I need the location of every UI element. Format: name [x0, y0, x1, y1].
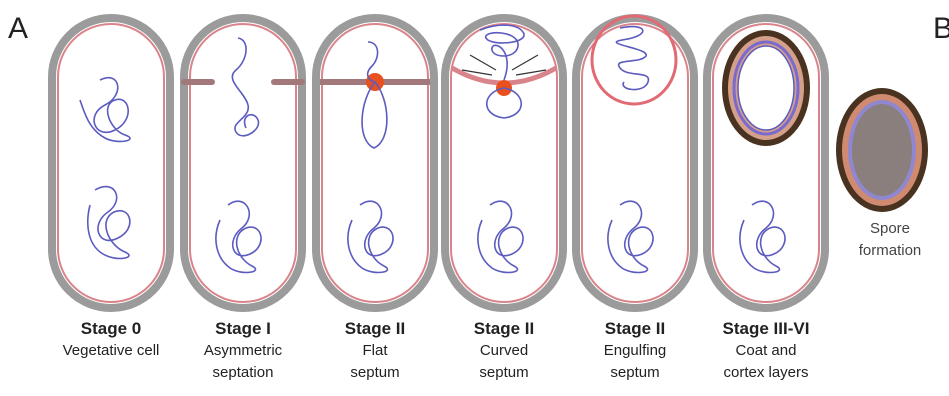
- dna-coil: [88, 187, 130, 259]
- dna-coil: [362, 42, 387, 148]
- cell-membrane: [58, 24, 164, 302]
- stage-label-1: Stage I Asymmetric septation: [178, 318, 308, 384]
- dna-coil: [480, 25, 524, 80]
- stage-label-0: Stage 0 Vegetative cell: [46, 318, 176, 362]
- stage-title: Stage I: [178, 318, 308, 340]
- stage-title: Stage III-VI: [701, 318, 831, 340]
- dna-coil: [232, 38, 258, 136]
- dna-coil: [616, 27, 648, 90]
- dna-coil: [216, 201, 261, 272]
- cell-stage-3-6: [707, 18, 825, 308]
- cell-membrane: [322, 24, 428, 302]
- stage-description: Coat and cortex layers: [701, 340, 831, 384]
- cell-wall: [445, 18, 563, 308]
- pull-arrow: [512, 55, 538, 70]
- cell-membrane: [190, 24, 296, 302]
- stage-description: Curved septum: [439, 340, 569, 384]
- cell-stage-1: [184, 18, 302, 308]
- stage-label-5: Stage III-VI Coat and cortex layers: [701, 318, 831, 384]
- stage-description: Engulfing septum: [570, 340, 700, 384]
- cell-stage-2-flat: [316, 18, 434, 308]
- stage-description: Asymmetric septation: [178, 340, 308, 384]
- stage-description: Vegetative cell: [46, 340, 176, 362]
- stage-title: Stage II: [570, 318, 700, 340]
- stage-title: Stage II: [310, 318, 440, 340]
- stage-label-4: Stage II Engulfing septum: [570, 318, 700, 384]
- cell-wall: [52, 18, 170, 308]
- stage-title: Stage II: [439, 318, 569, 340]
- cell-stage-0: [52, 18, 170, 308]
- dna-coil: [80, 78, 130, 142]
- dna-coil: [348, 201, 393, 272]
- spore-core: [852, 104, 912, 196]
- cell-stage-2-curved: [445, 18, 563, 308]
- dna-coil: [740, 201, 785, 272]
- dna-coil: [478, 201, 523, 272]
- spore-formation-label: Spore formation: [840, 218, 940, 262]
- cell-membrane: [582, 24, 688, 302]
- spore-core: [738, 46, 794, 130]
- cell-membrane: [451, 24, 557, 302]
- pull-arrow: [470, 55, 496, 70]
- mature-spore: [836, 88, 928, 212]
- stage-description: Flat septum: [310, 340, 440, 384]
- dna-coil: [608, 201, 653, 272]
- stage-label-3: Stage II Curved septum: [439, 318, 569, 384]
- cell-stage-2-engulfing: [576, 16, 694, 308]
- stage-title: Stage 0: [46, 318, 176, 340]
- stage-label-2: Stage II Flat septum: [310, 318, 440, 384]
